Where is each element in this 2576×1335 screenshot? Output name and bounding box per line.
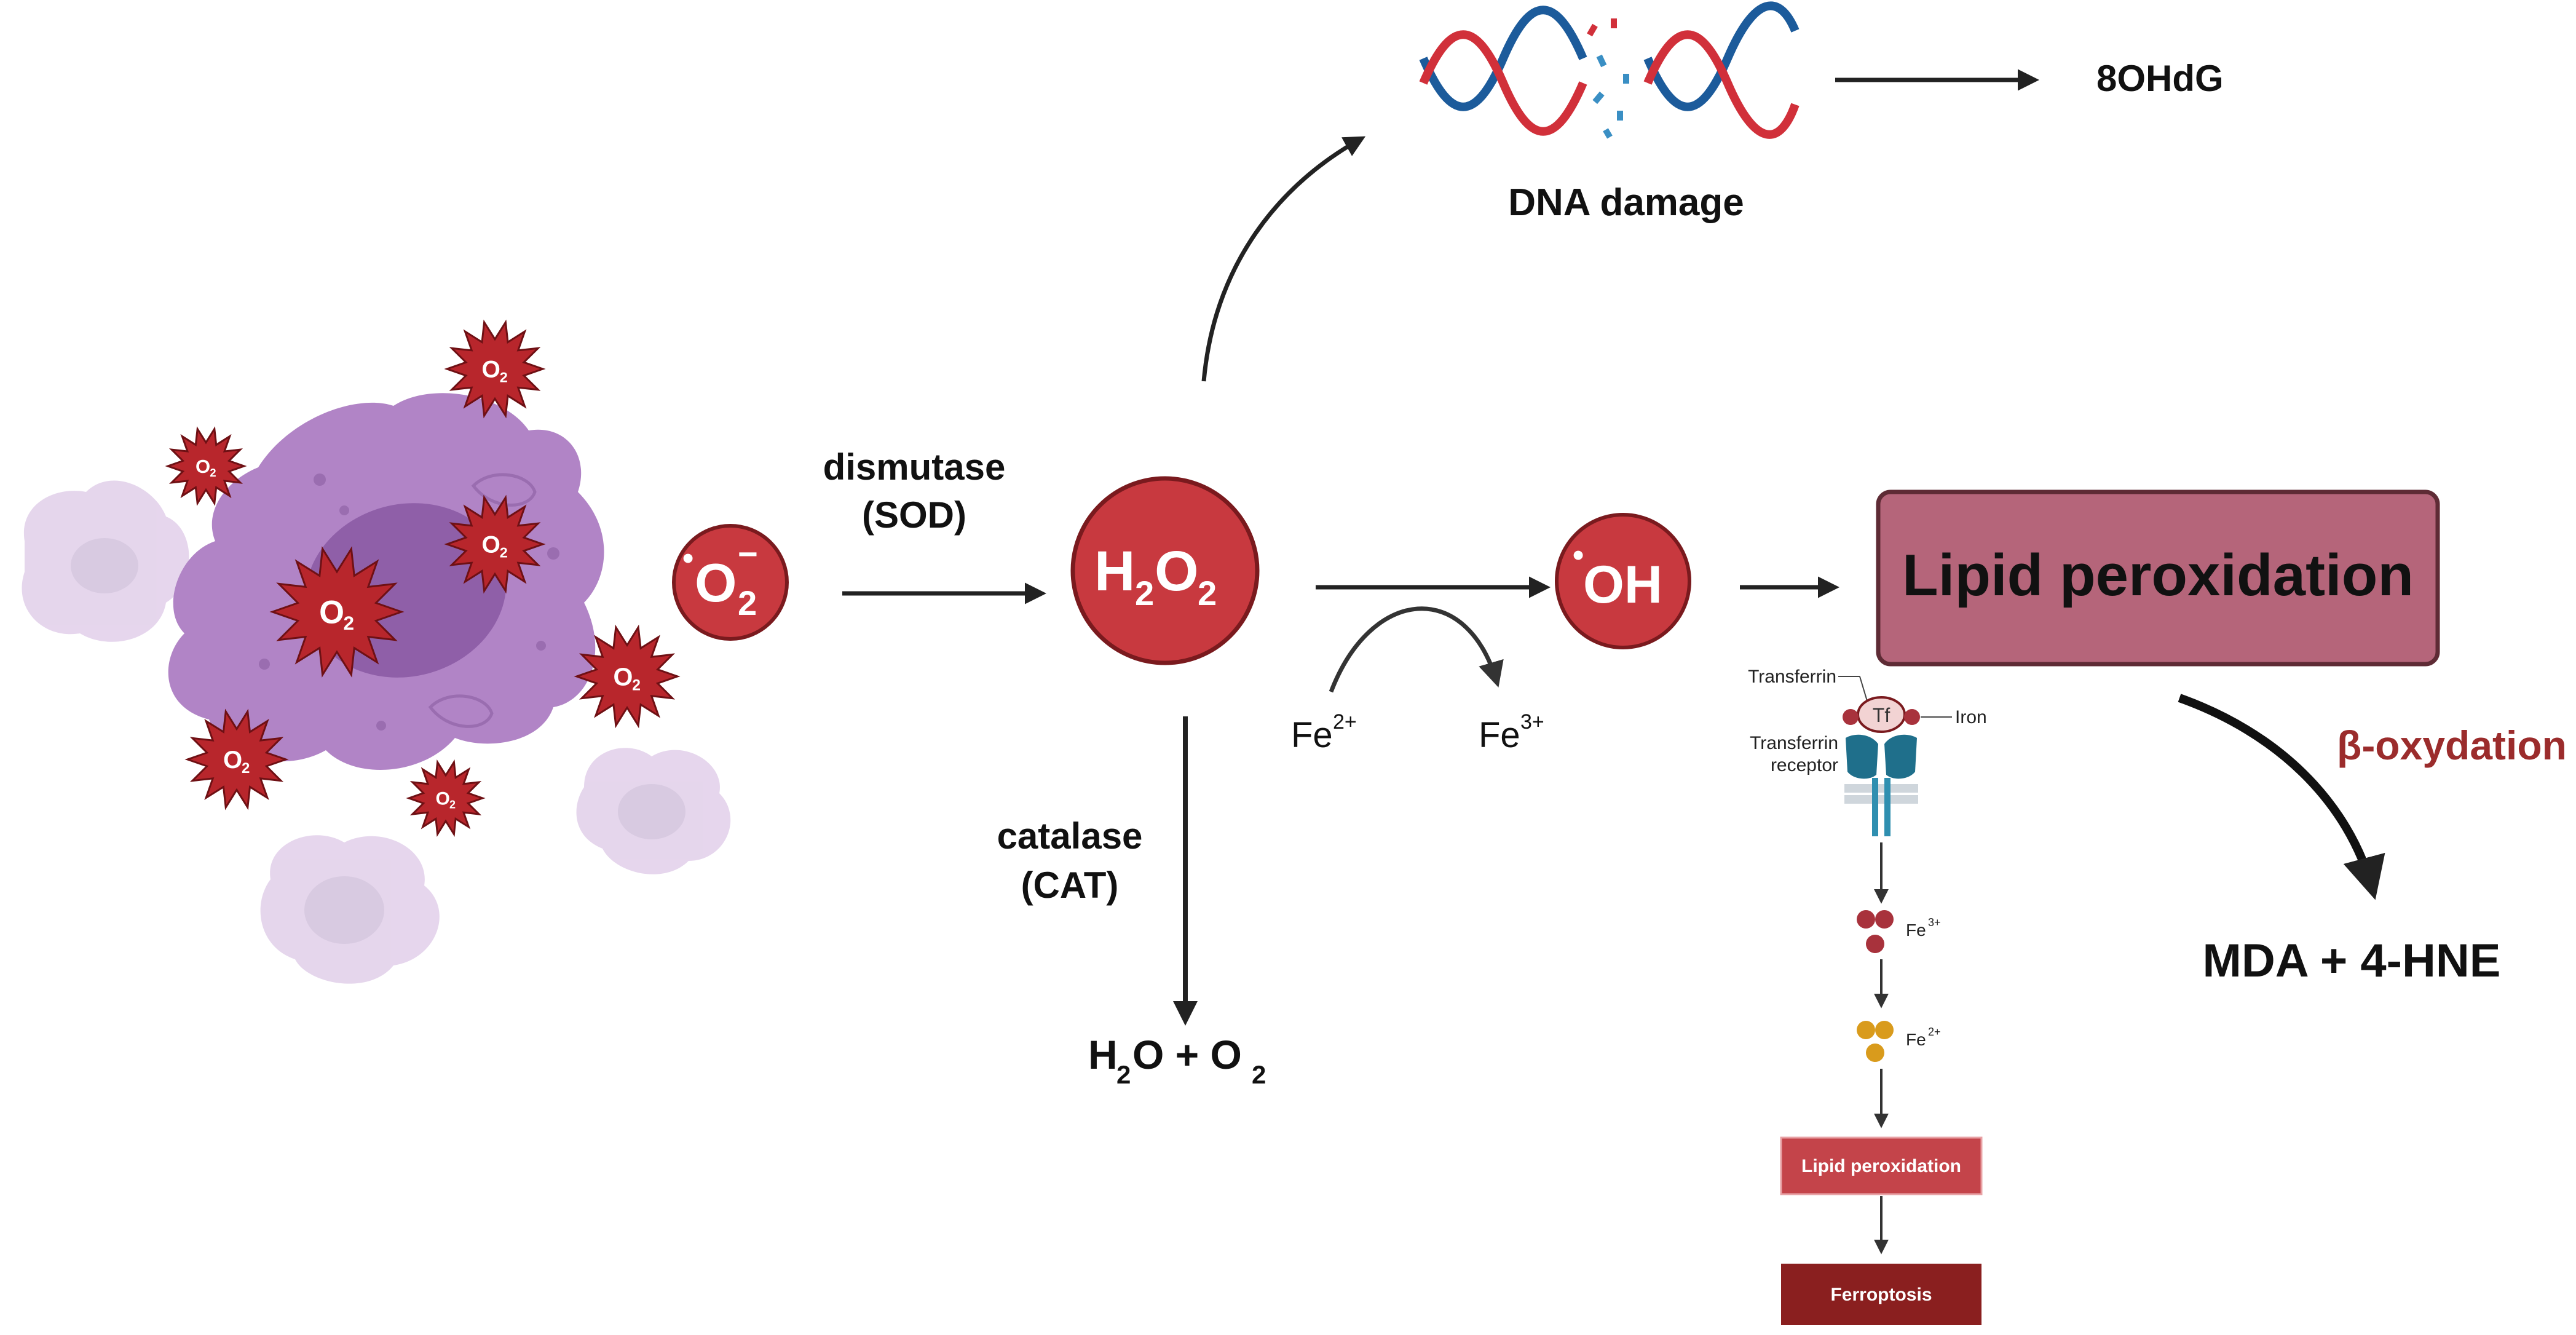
svg-text:O: O [223,747,242,774]
fe3-iron-dots [1857,910,1894,953]
svg-text:2: 2 [1116,1060,1131,1089]
receptor-label-2: receptor [1771,755,1838,775]
radical-dot: • [1573,537,1584,573]
svg-text:O: O [196,456,210,477]
receptor-label-1: Transferrin [1750,733,1838,753]
svg-text:2: 2 [632,678,641,694]
ferroptosis-panel: Transferrin Tf Iron Transferrin receptor… [1748,667,1987,1325]
svg-text:O: O [436,789,450,809]
h2o2-h: H [1094,540,1135,603]
fe2-label: Fe [1291,715,1333,755]
8ohdg-label: 8OHdG [2096,58,2224,99]
superoxide-star-icon: O2 [184,708,289,810]
radical-dot: • [682,541,693,576]
svg-text:O: O [613,662,633,691]
superoxide-star-icon: O2 [574,624,681,729]
arrow-lipid-to-mda [2178,694,2385,900]
svg-text:O: O [319,594,344,630]
superoxide-node: • O 2 − [672,524,789,641]
mda-hne-label: MDA + 4-HNE [2203,935,2501,987]
dna-damage-label: DNA damage [1508,181,1744,224]
fe2-panel-label: Fe [1906,1030,1926,1049]
fe3-panel-label: Fe [1906,921,1926,940]
fe2-iron-dots [1857,1021,1894,1062]
fe2-panel-sup: 2+ [1928,1026,1941,1038]
h2o2-sub2: 2 [1198,574,1217,612]
svg-text:O: O [482,357,500,383]
superoxide-star-icon: O2 [444,494,546,594]
water-oxygen-label: H 2 O + O 2 [1088,1032,1266,1089]
fenton-curve-arrow [1329,606,1504,693]
fe3-panel-sup: 3+ [1928,916,1941,929]
lipid-peroxidation-label: Lipid peroxidation [1902,542,2414,608]
superoxide-sub: 2 [738,584,757,622]
catalase-label: catalase [997,815,1143,857]
h2o2-o: O [1155,540,1199,603]
fe2-sup: 2+ [1333,710,1357,734]
beta-oxydation-label: β-oxydation [2337,723,2567,768]
mitochondrion [471,473,537,507]
sod-label: (SOD) [862,494,966,536]
svg-text:2: 2 [344,612,355,634]
svg-text:H: H [1088,1032,1118,1077]
hydroxyl-node: • OH [1555,513,1691,649]
svg-text:2: 2 [500,369,508,385]
ferroptosis-label: Ferroptosis [1830,1285,1932,1305]
mitochondrion [428,694,494,728]
transferrin-label: Transferrin [1748,667,1836,687]
dismutase-label: dismutase [823,446,1006,488]
superoxide-star-icon: O2 [269,546,405,678]
transferrin-receptor-icon [1844,734,1918,836]
fe3-label: Fe [1479,715,1520,755]
faded-cell-bottom-right [576,748,731,874]
h2o2-node: H 2 O 2 [1070,476,1260,665]
ferroptosis-box [1781,1264,1981,1325]
tf-label: Tf [1873,704,1891,726]
svg-text:O: O [482,532,500,558]
lipid-peroxidation-small-box [1780,1136,1983,1195]
iron-label: Iron [1955,707,1987,727]
superoxide-star-icon: O2 [444,319,546,419]
superoxide-sup: − [738,534,758,573]
lipid-small-label: Lipid peroxidation [1801,1156,1961,1176]
lipid-peroxidation-box: Lipid peroxidation [1876,489,2440,667]
cat-label: (CAT) [1021,865,1119,906]
superoxide-label: O [695,552,737,613]
svg-text:2: 2 [1252,1060,1266,1089]
dna-icon [1419,1,1800,139]
faded-cell-left [22,480,189,642]
hydroxyl-label: OH [1583,555,1662,614]
svg-text:2: 2 [500,544,508,560]
faded-cell-bottom [260,835,440,984]
fe3-sup: 3+ [1520,710,1544,734]
svg-text:2: 2 [210,466,216,479]
h2o2-sub1: 2 [1135,574,1154,612]
svg-text:2: 2 [449,799,456,811]
svg-text:O + O: O + O [1132,1032,1242,1077]
arrow-h2o2-to-dna [1201,136,1366,382]
svg-text:2: 2 [242,760,250,777]
